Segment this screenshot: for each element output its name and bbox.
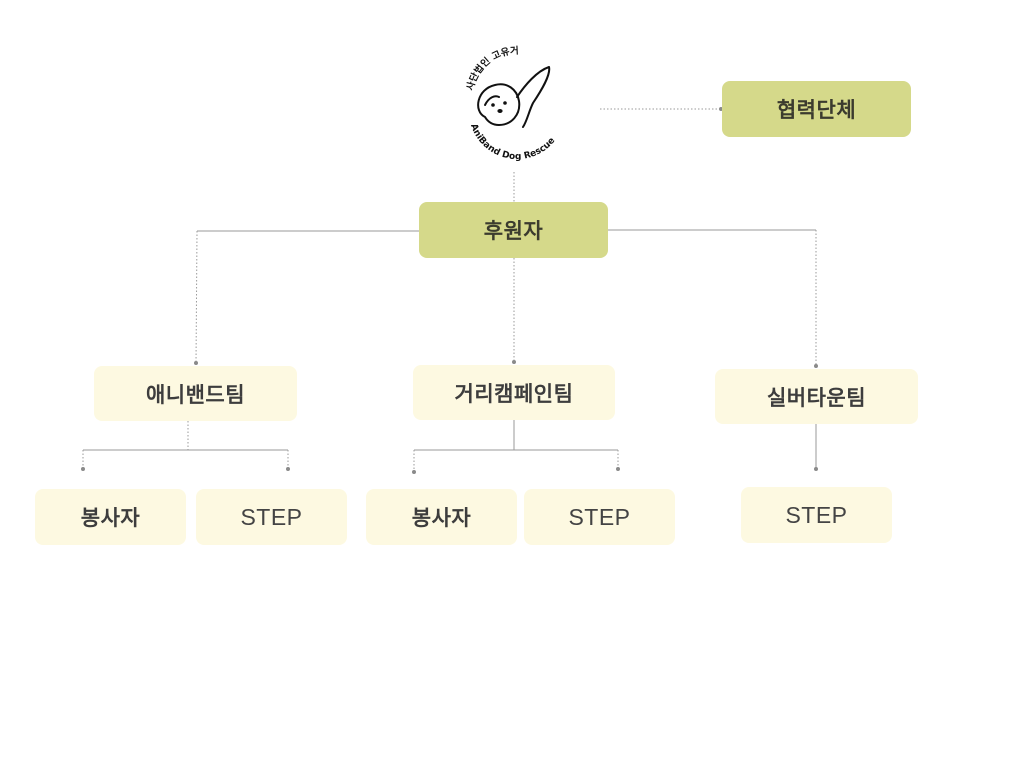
team-label: 거리캠페인팀: [454, 381, 574, 406]
child-node-volunteer: 봉사자: [366, 489, 517, 545]
connector-dot: [814, 467, 818, 471]
team-node-aniband: 애니밴드팀: [94, 366, 297, 421]
logo-org-name: 사단법인 고유거: [464, 45, 519, 92]
team-label: 애니밴드팀: [145, 382, 246, 407]
connector-dot: [814, 364, 818, 368]
logo-tagline: AniBand Dog Rescue: [468, 122, 557, 162]
connector-dot: [512, 360, 516, 364]
team-label: 실버타운팀: [766, 385, 867, 410]
connector-dot: [81, 467, 85, 471]
dog-nose: [497, 109, 503, 113]
connector-dot: [194, 361, 198, 365]
connector-to-team-1: [195, 230, 198, 365]
dog-eye-left: [491, 103, 495, 107]
organization-logo: 사단법인 고유거 AniBand Dog Rescue: [464, 45, 557, 162]
team-node-silver-town: 실버타운팀: [715, 369, 918, 424]
dog-eye-right: [503, 101, 507, 105]
child-node-volunteer: 봉사자: [35, 489, 186, 545]
child-label: 봉사자: [80, 506, 141, 530]
connector-dot: [616, 467, 620, 471]
sponsor-label: 후원자: [483, 219, 544, 243]
connector-dot: [286, 467, 290, 471]
child-node-step: STEP: [196, 489, 347, 545]
partner-node: 협력단체: [722, 81, 911, 137]
child-label: STEP: [785, 501, 848, 528]
dog-icon: [477, 66, 551, 128]
child-label: STEP: [240, 503, 303, 530]
child-label: STEP: [568, 503, 631, 530]
connector-dot: [412, 470, 416, 474]
child-label: 봉사자: [411, 506, 472, 530]
sponsor-node: 후원자: [419, 202, 608, 258]
child-node-step: STEP: [741, 487, 892, 543]
partner-label: 협력단체: [776, 98, 857, 122]
team-node-street-campaign: 거리캠페인팀: [413, 365, 615, 420]
child-node-step: STEP: [524, 489, 675, 545]
